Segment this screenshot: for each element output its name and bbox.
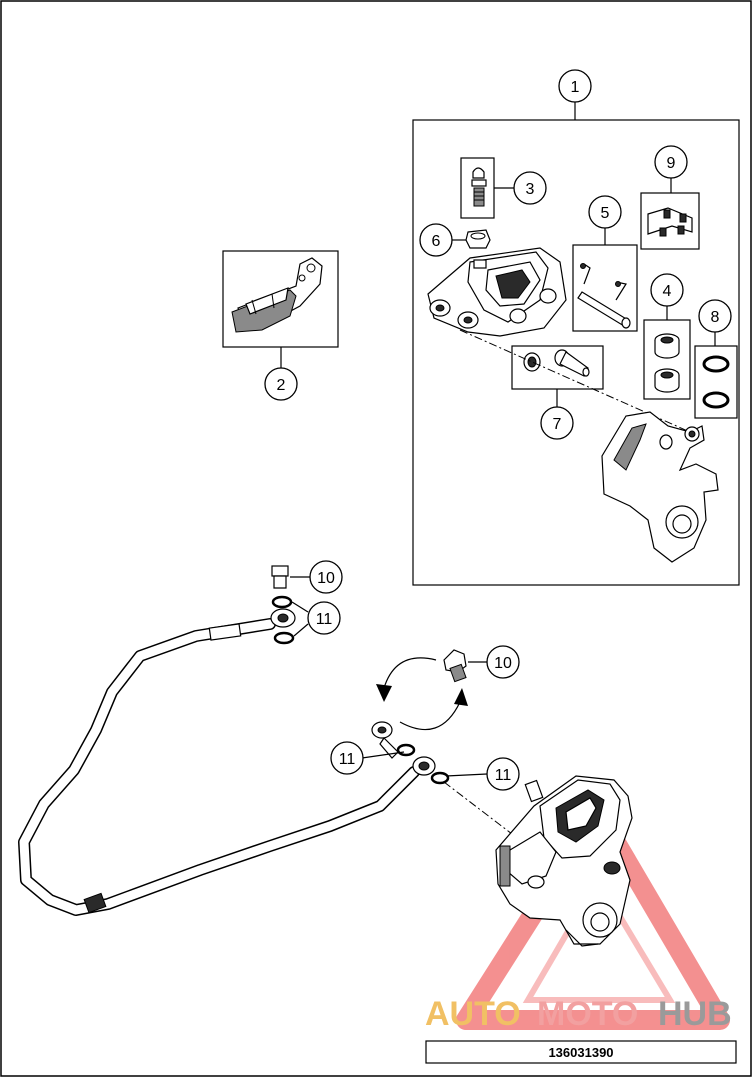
watermark-text-hub: HUB [658,995,732,1033]
callout-10b: 10 [486,645,520,679]
piston-drawing [654,333,680,393]
seal-box [694,345,738,419]
alignment-line-lower [443,781,513,835]
brake-pad-drawing [231,257,323,333]
callout-3-label: 3 [526,181,535,198]
watermark-text-moto: MOTO [537,995,638,1033]
callout-6-label: 6 [432,233,441,250]
callout-4-label: 4 [663,283,672,300]
caliper-assembly-box [412,119,740,586]
callout-6: 6 [419,223,453,257]
callout-8: 8 [698,299,732,333]
callout-5-label: 5 [601,205,610,222]
callout-10b-label: 10 [494,655,512,672]
callout-11b: 11 [330,741,364,775]
leader-line-11b [361,751,405,759]
callout-1: 1 [558,69,592,103]
part-code-box [425,1040,737,1064]
callout-1-label: 1 [571,79,580,96]
callout-5: 5 [588,195,622,229]
caliper-bracket-drawing [601,411,719,563]
bushing-drawing [523,349,590,377]
callout-11c: 11 [486,757,520,791]
callout-11a: 11 [307,601,341,635]
leader-line-11c [445,773,488,777]
callout-4: 4 [650,273,684,307]
brake-hose-drawing [18,618,420,916]
lower-banjo-fitting-drawing [371,649,467,785]
spring-plate-drawing [647,207,693,237]
callout-11b-label: 11 [339,751,356,768]
part-code: 136031390 [548,1045,613,1060]
callout-2: 2 [264,367,298,401]
spring-plate-box [640,192,700,250]
leader-line-11a-lower [293,623,309,637]
callout-7-label: 7 [553,416,562,433]
callout-8-label: 8 [711,309,720,326]
plug-drawing [465,229,491,249]
rotation-arrows [376,657,468,731]
seal-ring-drawing [702,355,730,409]
bleeder-screw-drawing [471,167,487,207]
assembled-caliper-drawing [495,775,633,947]
caliper-body-drawing [427,247,567,337]
leader-line-11a-upper [291,601,309,613]
callout-7: 7 [540,406,574,440]
callout-11c-label: 11 [495,767,512,784]
watermark-text-auto: AUTO [425,995,521,1033]
callout-10a: 10 [309,560,343,594]
callout-3: 3 [513,171,547,205]
callout-11a-label: 11 [316,611,333,628]
callout-9: 9 [654,145,688,179]
callout-10a-label: 10 [317,570,335,587]
callout-9-label: 9 [667,155,676,172]
upper-banjo-fitting-drawing [270,565,296,645]
guide-pin-drawing [577,263,631,329]
watermark-logo: AUTO MOTO HUB [425,995,732,1033]
callout-2-label: 2 [277,377,286,394]
